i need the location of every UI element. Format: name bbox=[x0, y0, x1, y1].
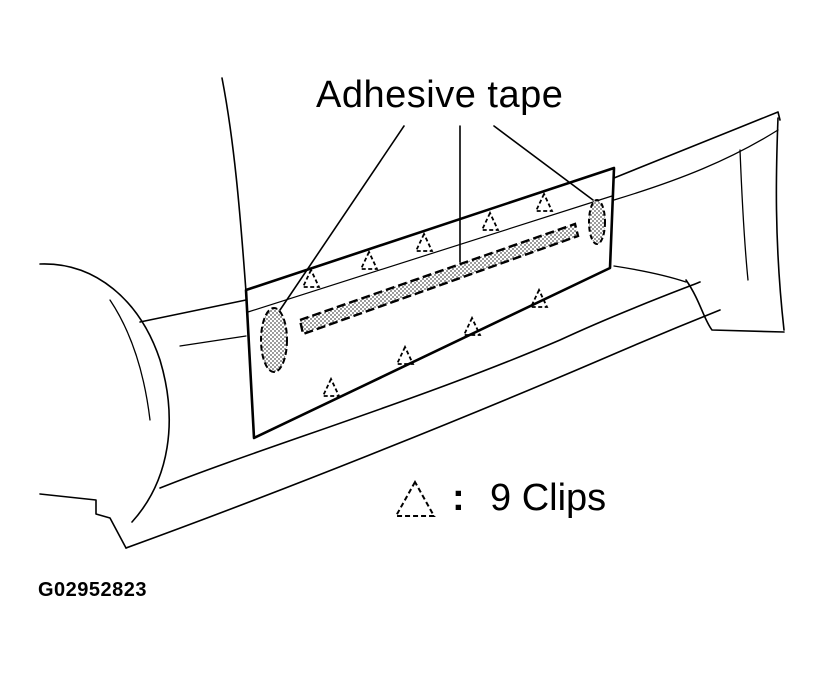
legend-clips-text: 9 Clips bbox=[490, 477, 607, 519]
clip-icon bbox=[321, 376, 341, 397]
legend-clip-icon bbox=[394, 479, 436, 517]
adhesive-tape-label: Adhesive tape bbox=[316, 74, 564, 116]
legend-separator: : bbox=[452, 477, 465, 519]
adhesive-tape-center bbox=[298, 222, 580, 336]
clip-icon bbox=[480, 210, 500, 231]
clip-icon bbox=[414, 231, 434, 252]
clip-icon bbox=[529, 287, 549, 308]
figure-id: G02952823 bbox=[38, 579, 148, 601]
clip-icon bbox=[359, 249, 379, 270]
clips bbox=[301, 191, 554, 397]
adhesive-leader-lines bbox=[279, 125, 594, 311]
adhesive-tape-left bbox=[260, 307, 288, 373]
side-moulding bbox=[244, 166, 616, 440]
adhesive-tape-right bbox=[588, 199, 606, 245]
vehicle-body-outline bbox=[39, 77, 785, 549]
clip-icon bbox=[534, 191, 554, 212]
clip-icon bbox=[462, 315, 482, 336]
clip-icon bbox=[301, 267, 321, 288]
clip-icon bbox=[395, 344, 415, 365]
adhesive-tape-strips bbox=[260, 199, 606, 373]
